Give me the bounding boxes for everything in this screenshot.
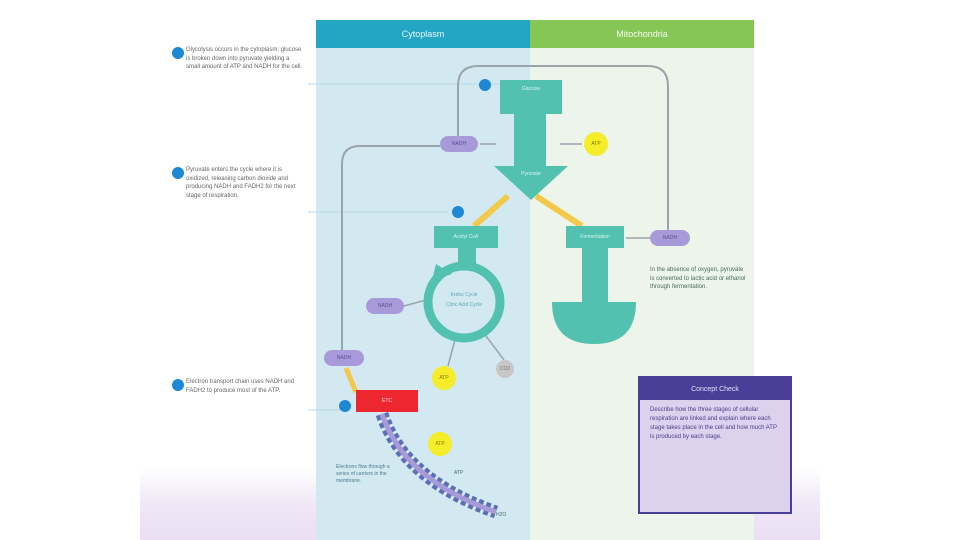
krebs-center-label: Citric Acid Cycle [445,302,483,308]
concept-check-title: Concept Check [640,378,790,400]
etc-membrane [375,411,499,519]
pyruvate-arrow [494,166,568,200]
branch-to-acetyl [472,193,510,229]
connector-co2 [485,335,505,361]
connector-top [457,65,669,232]
concept-check-panel: Concept Check Describe how the three sta… [638,376,792,514]
co2-circle: CO2 [496,360,514,378]
acetyl-box [434,226,498,248]
etc-membrane-inner [379,413,497,515]
etc-box: ETC [356,390,418,412]
nadh-to-etc [343,367,359,393]
acetyl-stem [458,248,476,264]
pyruvate-label: Pyruvate [521,171,541,177]
fermentation-note: In the absence of oxygen, pyruvate is co… [650,267,746,291]
diagram-step-3-icon [339,400,351,412]
cytoplasm-column [316,48,530,540]
note-etc: Electron transport chain uses NADH and F… [186,379,295,394]
diagram-step-2-icon [452,206,464,218]
krebs-arrowhead [432,264,452,280]
glucose-box [500,80,562,114]
step-2-icon [172,167,184,179]
connector-left [341,145,440,350]
diagram-step-1-icon [479,79,491,91]
nadh-pill-a: NADH [440,136,478,152]
atp-circle-b: ATP [432,366,456,390]
concept-check-body: Describe how the three stages of cellula… [650,407,777,440]
note-krebs: Pyruvate enters the cycle where it is ox… [186,167,296,199]
membrane-water-label: H2O [496,512,507,518]
acetyl-label: Acetyl CoA [453,234,479,240]
atp-circle-c: ATP [428,432,452,456]
nadh-pill-b: NADH [366,298,404,314]
fermentation-stem [582,248,608,302]
mitochondria-header: Mitochondria [530,20,754,48]
note-glycolysis: Glycolysis occurs in the cytoplasm; gluc… [186,47,303,71]
step-1-icon [172,47,184,59]
nadh-pill-c: NADH [324,350,364,366]
funnel-stem [514,114,546,166]
step-3-icon [172,379,184,391]
krebs-ring [423,261,505,343]
krebs-label: Krebs Cycle [450,292,478,298]
cytoplasm-header: Cytoplasm [316,20,530,48]
atp-circle-a: ATP [584,132,608,156]
fermentation-box [566,226,624,248]
fermentation-label: Fermentation [580,234,610,240]
nadh-pill-d: NADH [650,230,690,246]
glucose-label: Glucose [521,86,541,92]
branch-to-fermentation [534,193,584,229]
membrane-note: Electrons flow through a series of carri… [336,464,390,484]
membrane-atp-label: ATP [454,470,464,476]
fermentation-bowl [552,302,636,344]
connector-nadh-c [403,299,427,307]
